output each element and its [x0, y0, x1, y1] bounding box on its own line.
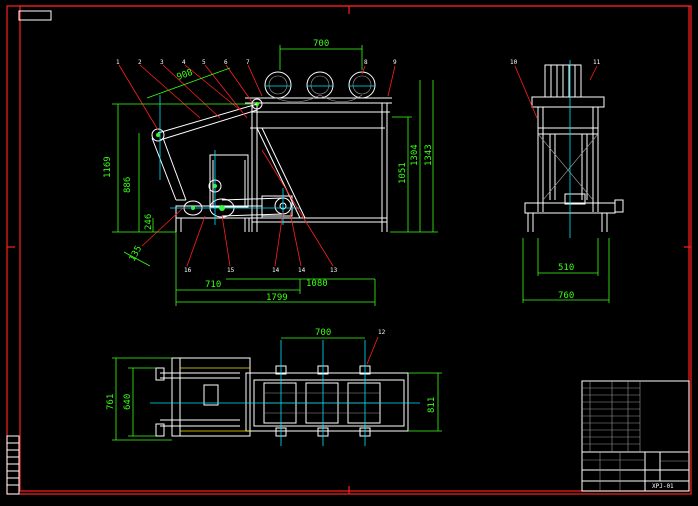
part-label-12: 12: [378, 329, 386, 336]
dim-front-height-left: 1169: [103, 156, 113, 178]
dim-plan-width-outer: 761: [106, 394, 116, 410]
brush-rollers: [264, 71, 376, 103]
dim-front-height-r1: 1051: [398, 162, 408, 184]
part-label-15: 15: [227, 267, 235, 274]
part-label-9: 9: [393, 59, 397, 66]
dim-front-overall-length: 1799: [266, 293, 288, 303]
part-label-14a: 14: [272, 267, 280, 274]
inner-border: [19, 5, 690, 492]
corner-title-box: [18, 10, 52, 21]
title-drawing-no: XPJ-01: [652, 483, 674, 490]
part-label-16: 16: [184, 267, 192, 274]
part-label-4: 4: [182, 59, 186, 66]
part-label-13: 13: [330, 267, 338, 274]
dim-plan-pitch: 700: [315, 328, 331, 338]
part-label-10: 10: [510, 59, 518, 66]
dim-plan-width-inner: 640: [123, 394, 133, 410]
side-view: 10 11 510 760: [510, 59, 624, 303]
part-label-14b: 14: [298, 267, 306, 274]
dim-side-width-inner: 510: [558, 263, 574, 273]
leaders-front: [118, 64, 396, 267]
dim-front-low: 246: [144, 214, 154, 230]
part-label-5: 5: [202, 59, 206, 66]
part-label-7: 7: [246, 59, 250, 66]
dim-front-height-r3: 1343: [424, 144, 434, 166]
dim-front-bottom-right: 1080: [306, 279, 328, 289]
dimensions-front: [112, 45, 438, 306]
dim-plan-right: 811: [427, 397, 437, 413]
part-label-8: 8: [364, 59, 368, 66]
part-label-1: 1: [116, 59, 120, 66]
part-label-2: 2: [138, 59, 142, 66]
dim-side-width-outer: 760: [558, 291, 574, 301]
part-label-6: 6: [224, 59, 228, 66]
dim-front-height-r2: 1304: [410, 144, 420, 166]
dim-front-height-arm: 886: [123, 177, 133, 193]
revision-strip: [6, 435, 20, 495]
plan-view: 12 700 761 640 811: [106, 328, 442, 446]
title-block: XPJ-01: [581, 380, 690, 492]
part-label-3: 3: [160, 59, 164, 66]
part-label-11: 11: [593, 59, 601, 66]
dim-front-top-pitch: 700: [313, 39, 329, 49]
dim-front-bottom-left: 710: [205, 280, 221, 290]
